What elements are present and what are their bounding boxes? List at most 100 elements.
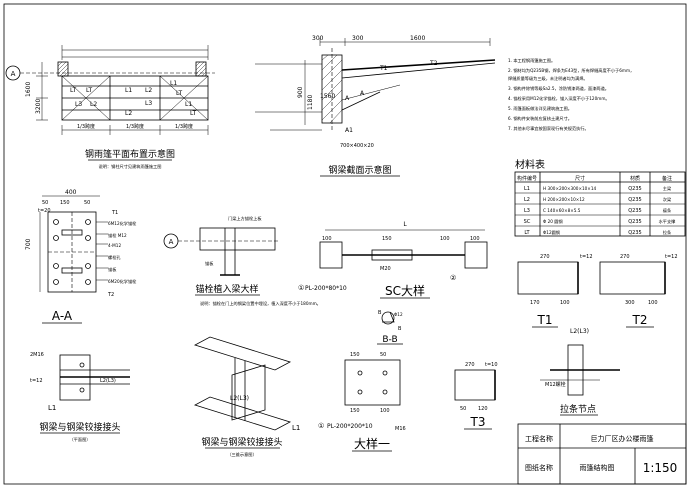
anchor-note: 说明：锚栓在门上的钢梁位置中埋设，植入深度不小于180mm。 [200,300,321,307]
wall-section [321,54,343,124]
table-row: SC Φ 20 圆钢 Q235 水平支撑 [524,218,677,225]
table-cell: 次梁 [663,196,672,203]
t2-plate [599,261,666,295]
note-line: 1. 本工程钢雨篷施工图。 [508,57,555,64]
table-cell: SC [524,219,531,225]
t1-plate [517,261,579,295]
dim: 50 [84,200,90,206]
span-label: 1/3跨度 [175,123,193,130]
note-line: 7. 其他未尽事宜按国家现行有关规范执行。 [508,125,589,132]
detail-one-title: 大样一 [354,436,390,451]
general-notes: 1. 本工程钢雨篷施工图。 2. 钢材均为Q235B钢，焊条为E43型，所有焊缝… [508,57,634,132]
dim: 150 [350,352,360,358]
tag: L2(L3) [100,378,116,384]
table-row: L3 C 140×60×8×5.5 Q235 檩条 [524,207,672,214]
table-cell: L3 [524,208,530,214]
dim: 100 [440,236,450,242]
table-cell: Q235 [628,197,641,203]
callout: 4-M12 [108,243,121,248]
section-label: A [360,90,365,97]
member-label: L1 [185,101,192,108]
bolt-label: M20 [380,266,391,272]
note-line: 焊缝质量等级为三级，未注明者均为满焊。 [508,75,588,82]
dim: 100 [322,236,332,242]
project-label: 工程名称 [525,434,553,443]
callout: 锚栓 M12 [108,232,127,239]
member-label: L2 [90,101,97,108]
tag-label: T1 [111,210,118,216]
dim: 270 [620,254,630,260]
tag: L2(L3) [570,328,589,335]
drawing-label: 图纸名称 [525,463,553,472]
note-line: 3. 钢构件除锈等级Sa2.5，涂防锈漆两道，面漆两道。 [508,85,609,92]
table-header: 备注 [662,175,672,182]
table-cell: 拉条 [663,229,672,236]
plan-title: 钢雨篷平面布置示意图 [85,148,175,160]
tag: M12螺栓 [545,381,566,388]
t2-detail: 270 t=12 300 100 T2 [599,254,678,328]
marker: ② [450,274,456,282]
tag: L1 [292,424,300,432]
detail-aa: 400 50 150 50 700 t=20 T1 T2 6M12化学锚栓 锚栓… [25,189,137,324]
dim: 400 [65,189,77,196]
sheet-border [3,3,687,485]
table-cell: 檩条 [663,207,672,214]
dim: 700 [25,238,32,250]
note-line: 6. 钢构件安装前应复核土建尺寸。 [508,115,572,122]
beam-section [199,227,276,251]
table-cell: Q235 [628,219,641,225]
tag: t=12 [30,378,43,384]
dim: 300 [625,300,635,306]
bb-detail: B B Φ12 B-B [377,310,403,345]
thickness-label: t=20 [38,208,51,214]
dim: 50 [42,200,48,206]
table-cell: Q235 [628,230,641,236]
member-label: LT [190,110,197,117]
tie-rod-title: 拉条节点 [560,403,596,415]
plan-note: 说明：钢柱尺寸见建筑雨篷施工图 [99,163,162,170]
anchor-title: 锚栓植入梁大样 [195,283,258,295]
callout: 锚板 [108,266,117,273]
callout: 6M20化学锚栓 [108,278,137,285]
section-label: A [345,95,350,102]
dim: 150 [350,408,360,414]
table-header: 尺寸 [575,175,585,182]
detail-aa-title: A-A [52,309,73,323]
table-cell: LT [524,230,530,236]
table-cell: H 200×200×10×12 [543,197,585,202]
member-label: L2 [125,110,132,117]
bb-title: B-B [382,335,397,345]
table-cell: Φ12圆钢 [543,229,560,236]
span-label: 1/3跨度 [77,123,95,130]
dim: 100 [560,300,570,306]
member-label: L3 [145,100,152,107]
span-label: 1/3跨度 [126,123,144,130]
marker: ① [298,284,304,292]
member-label: L3 [75,101,82,108]
callout: 螺栓孔 [108,254,121,261]
t1-title: T1 [537,313,553,327]
member-label: LT [70,87,77,94]
tag: 2M16 [30,352,44,358]
material-table-title: 材料表 [515,158,545,171]
callout: 6M12化学锚栓 [108,220,137,227]
note-line: 4. 锚栓采用M12化学锚栓，锚入深度不小于120mm。 [508,95,610,102]
member-label: L1 [170,80,177,87]
dim-top: 300 [312,35,324,42]
table-header: 构件编号 [517,175,537,182]
dim-top: 1600 [410,35,425,42]
t2-title: T2 [632,313,648,327]
table-header: 材质 [630,175,640,182]
dim: 100 [470,236,480,242]
plate-label: PL-200*200*10 [327,423,373,430]
beam-joint: 2M16 t=12 L2(L3) L1 钢梁与钢梁铰接接头 （平面图） [30,352,130,443]
table-row: LT Φ12圆钢 Q235 拉条 [524,229,672,236]
dim-left: 1600 [25,82,32,97]
tie-rod: L2(L3) M12螺栓 拉条节点 [540,328,620,416]
section-label: A1 [345,127,353,134]
dim: 100 [380,408,390,414]
cantilever-beam [341,59,496,71]
sc-title: SC大样 [385,283,425,298]
dim-left: 900 [297,86,304,98]
section-label: T1 [379,65,388,72]
